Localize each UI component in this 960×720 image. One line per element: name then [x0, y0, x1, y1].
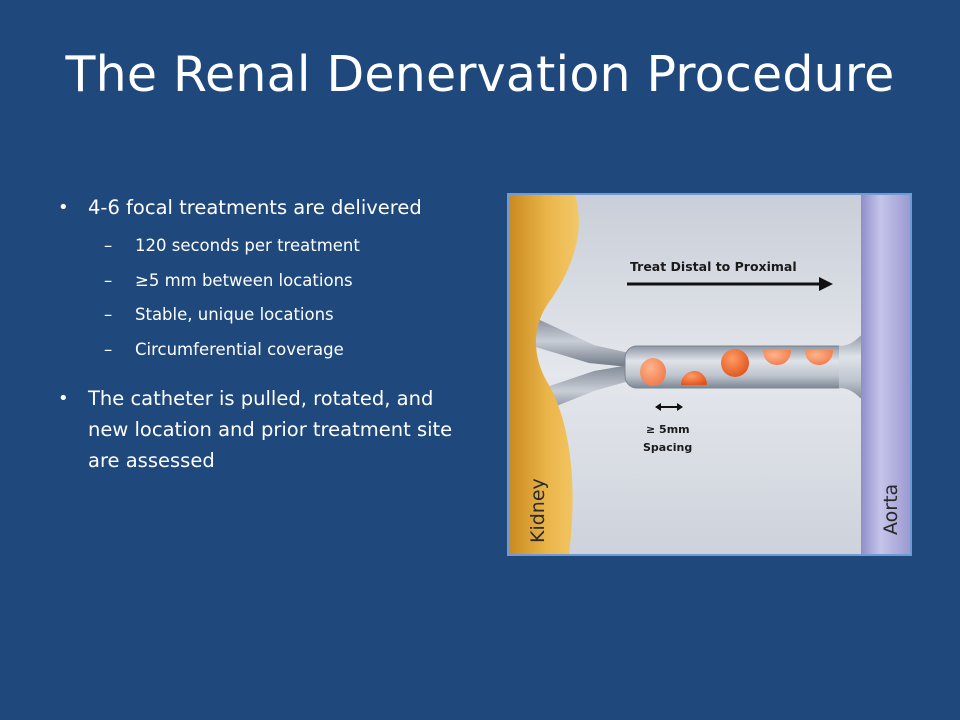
arrow-label: Treat Distal to Proximal: [630, 259, 797, 274]
bullet-text: 4-6 focal treatments are delivered: [88, 196, 422, 219]
dash-marker: –: [104, 236, 113, 255]
bullet-text: The catheter is pulled, rotated, and new…: [88, 387, 453, 472]
lesion-5: [805, 350, 833, 365]
sub-bullet-item: – Circumferential coverage: [58, 333, 478, 368]
sub-bullet-text: ≥5 mm between locations: [135, 270, 353, 290]
procedure-illustration: Treat Distal to Proximal ≥ 5mm Spacing K…: [507, 193, 912, 556]
aorta-label: Aorta: [880, 484, 902, 535]
lesion-4: [763, 350, 791, 365]
kidney-shape: [509, 195, 579, 554]
bullet-dot: •: [58, 197, 69, 218]
spacing-label-line1: ≥ 5mm: [646, 423, 690, 436]
spacing-label-line2: Spacing: [643, 441, 692, 454]
sub-bullet-list: – 120 seconds per treatment – ≥5 mm betw…: [58, 229, 478, 367]
lesion-3: [721, 349, 749, 377]
ostium-flare: [839, 333, 865, 401]
upper-branch-vessel: [529, 315, 629, 367]
direction-arrow-head: [819, 277, 833, 291]
slide-title: The Renal Denervation Procedure: [65, 46, 895, 103]
bullet-item-treatments: • 4-6 focal treatments are delivered: [58, 192, 478, 223]
bullet-dot: •: [58, 388, 69, 409]
sub-bullet-item: – 120 seconds per treatment: [58, 229, 478, 264]
lesion-2: [681, 371, 707, 385]
sub-bullet-text: 120 seconds per treatment: [135, 236, 360, 255]
lesion-1: [640, 358, 666, 386]
sub-bullet-item: – ≥5 mm between locations: [58, 264, 478, 299]
bullet-item-catheter: • The catheter is pulled, rotated, and n…: [58, 383, 478, 476]
sub-bullet-text: Stable, unique locations: [135, 305, 334, 324]
illustration-canvas: Treat Distal to Proximal ≥ 5mm Spacing K…: [509, 195, 910, 554]
sub-bullet-item: – Stable, unique locations: [58, 298, 478, 333]
kidney-label: Kidney: [527, 478, 549, 543]
bullet-list: • 4-6 focal treatments are delivered – 1…: [58, 192, 478, 476]
aorta-shape: [861, 195, 910, 554]
dash-marker: –: [104, 270, 113, 290]
dash-marker: –: [104, 339, 113, 359]
sub-bullet-text: Circumferential coverage: [135, 339, 344, 359]
spacing-arrow-left-head: [655, 403, 661, 411]
spacing-arrow-right-head: [677, 403, 683, 411]
dash-marker: –: [104, 305, 113, 324]
